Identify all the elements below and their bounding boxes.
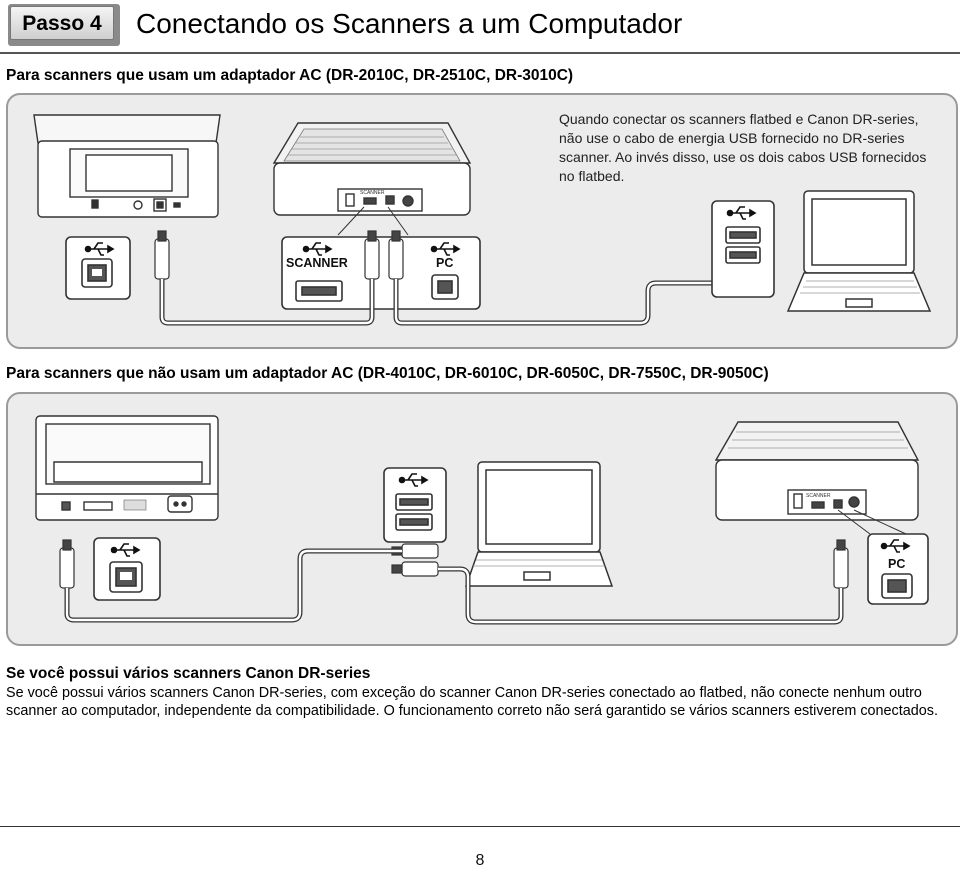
noac-diagram-illustration: SCANNER PC — [35, 415, 929, 625]
flatbed-scanner-illustration — [272, 122, 472, 216]
title-rule — [0, 52, 960, 54]
usb-icon — [398, 473, 429, 487]
dr-scanner-rear-illustration — [35, 415, 219, 521]
usb-icon — [84, 242, 115, 256]
ac-note-text: Quando conectar os scanners flatbed e Ca… — [559, 111, 927, 184]
footer-rule — [0, 826, 960, 827]
dr-usb-port-detail — [93, 537, 161, 601]
step-badge: Passo 4 — [8, 4, 120, 46]
usb-plug — [154, 230, 170, 280]
usb-icon — [430, 242, 461, 256]
flatbed-port-panel — [281, 236, 481, 310]
section-multi-body: Se você possui vários scanners Canon DR-… — [6, 685, 938, 719]
section-multi-heading: Se você possui vários scanners Canon DR-… — [6, 665, 371, 682]
ac-connection-diagram: SCANNER — [6, 93, 958, 349]
page-title: Conectando os Scanners a um Computador — [136, 8, 683, 39]
section-ac-heading: Para scanners que usam um adaptador AC (… — [6, 67, 574, 84]
dr-usb-port-detail — [65, 236, 131, 300]
ac-diagram-illustration: SCANNER — [33, 114, 932, 326]
flatbed-scanner-illustration — [714, 421, 920, 521]
noac-connection-diagram: SCANNER PC — [6, 392, 958, 646]
flatbed-small-scanner-label: SCANNER — [806, 493, 831, 499]
dr-scanner-rear-illustration — [33, 114, 221, 218]
pc-usb-port-detail — [711, 200, 775, 298]
port-scanner-label: SCANNER — [286, 256, 348, 270]
section-noac-heading: Para scanners que não usam um adaptador … — [6, 365, 769, 382]
usb-icon — [110, 543, 141, 557]
usb-icon — [726, 206, 757, 220]
laptop-illustration — [464, 461, 614, 587]
flatbed-small-scanner-label: SCANNER — [360, 190, 385, 196]
usb-plug — [391, 561, 439, 577]
port-pc-label: PC — [888, 557, 905, 571]
pc-usb-port-detail — [383, 467, 447, 543]
page-number: 8 — [475, 852, 485, 869]
flatbed-pc-port-detail — [867, 533, 929, 605]
usb-plug — [59, 539, 75, 589]
usb-icon — [880, 539, 911, 553]
laptop-illustration — [786, 190, 932, 312]
usb-plug — [833, 539, 849, 589]
step-label: Passo 4 — [10, 6, 114, 40]
port-pc-label: PC — [436, 256, 453, 270]
usb-icon — [302, 242, 333, 256]
